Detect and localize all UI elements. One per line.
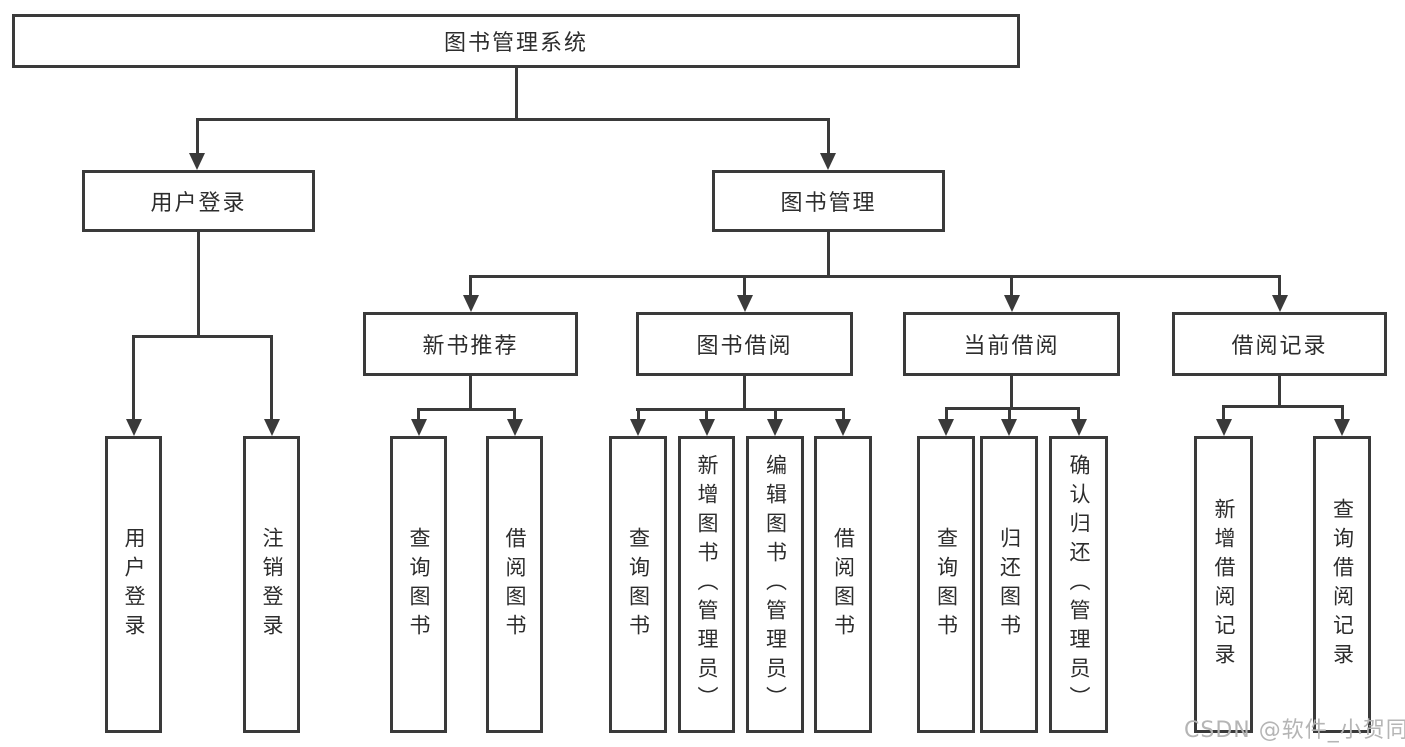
connector	[637, 408, 640, 419]
node-book-borrowing: 图书借阅	[636, 312, 853, 376]
connector	[774, 408, 777, 419]
node-current-borrowing: 当前借阅	[903, 312, 1120, 376]
connector	[1077, 407, 1080, 419]
leaf-logout: 注销登录	[243, 436, 300, 733]
connector	[132, 335, 273, 338]
leaf-user-login: 用户登录	[105, 436, 162, 733]
leaf-records-query-record: 查询借阅记录	[1313, 436, 1371, 733]
node-borrow-records: 借阅记录	[1172, 312, 1387, 376]
connector	[842, 408, 845, 419]
leaf-rec-query-book: 查询图书	[390, 436, 447, 733]
arrowhead-down-icon	[1272, 295, 1288, 312]
arrowhead-down-icon	[1004, 295, 1020, 312]
connector	[1222, 405, 1343, 408]
arrowhead-down-icon	[507, 419, 523, 436]
connector	[197, 118, 830, 121]
connector	[513, 408, 516, 419]
arrowhead-down-icon	[1334, 419, 1350, 436]
arrowhead-down-icon	[699, 419, 715, 436]
arrowhead-down-icon	[463, 295, 479, 312]
connector	[1341, 405, 1344, 419]
arrowhead-down-icon	[630, 419, 646, 436]
leaf-borrow-edit-book-admin: 编辑图书（管理员）	[746, 436, 804, 733]
arrowhead-down-icon	[126, 419, 142, 436]
arrowhead-down-icon	[938, 419, 954, 436]
connector	[743, 275, 746, 295]
leaf-borrow-add-book-admin: 新增图书（管理员）	[678, 436, 735, 733]
arrowhead-down-icon	[737, 295, 753, 312]
connector	[132, 335, 135, 419]
connector	[705, 408, 708, 419]
connector	[469, 275, 1281, 278]
leaf-borrow-borrow-book: 借阅图书	[814, 436, 872, 733]
connector	[636, 408, 844, 411]
connector	[196, 118, 199, 154]
connector	[1008, 407, 1011, 419]
connector	[827, 232, 830, 275]
connector	[469, 376, 472, 408]
connector	[270, 335, 273, 419]
arrowhead-down-icon	[411, 419, 427, 436]
connector	[197, 232, 200, 335]
arrowhead-down-icon	[189, 153, 205, 170]
node-new-book-recommend: 新书推荐	[363, 312, 578, 376]
leaf-current-return-book: 归还图书	[980, 436, 1038, 733]
connector	[1278, 275, 1281, 295]
arrowhead-down-icon	[835, 419, 851, 436]
connector	[827, 118, 830, 154]
connector	[945, 407, 1079, 410]
connector	[417, 408, 420, 419]
connector	[1222, 405, 1225, 419]
csdn-watermark: CSDN @软件_小贺同学	[1184, 718, 1405, 743]
node-library-system: 图书管理系统	[12, 14, 1020, 68]
leaf-records-add-record: 新增借阅记录	[1194, 436, 1253, 733]
connector	[1010, 376, 1013, 407]
connector	[417, 408, 516, 411]
connector	[469, 275, 472, 295]
leaf-current-confirm-return-admin: 确认归还（管理员）	[1049, 436, 1108, 733]
leaf-rec-borrow-book: 借阅图书	[486, 436, 543, 733]
connector	[743, 376, 746, 408]
connector	[1010, 275, 1013, 295]
arrowhead-down-icon	[1216, 419, 1232, 436]
arrowhead-down-icon	[264, 419, 280, 436]
arrowhead-down-icon	[820, 153, 836, 170]
leaf-borrow-query-book: 查询图书	[609, 436, 667, 733]
connector	[1278, 376, 1281, 405]
arrowhead-down-icon	[1071, 419, 1087, 436]
arrowhead-down-icon	[767, 419, 783, 436]
arrowhead-down-icon	[1001, 419, 1017, 436]
connector	[945, 407, 948, 419]
connector	[515, 68, 518, 118]
node-book-management: 图书管理	[712, 170, 945, 232]
node-user-login: 用户登录	[82, 170, 315, 232]
leaf-current-query-book: 查询图书	[917, 436, 975, 733]
